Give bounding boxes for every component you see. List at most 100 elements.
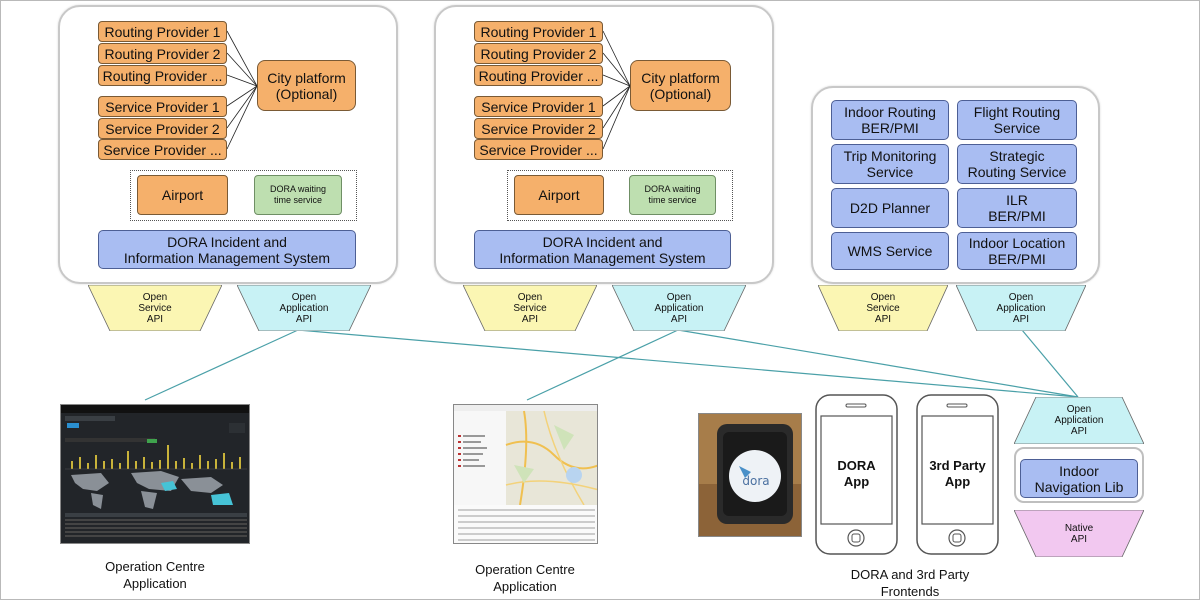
app-word: App xyxy=(843,474,870,489)
caption-line: Operation Centre xyxy=(475,562,575,577)
api-suffix: API xyxy=(1070,426,1088,437)
app-word: App xyxy=(944,474,971,489)
service-subtitle: BER/PMI xyxy=(988,208,1046,224)
routing-provider-1: Routing Provider 1 xyxy=(474,21,603,42)
service-title: Indoor Location xyxy=(968,235,1066,251)
service-provider-2: Service Provider 2 xyxy=(98,118,227,139)
city-platform-note: (Optional) xyxy=(649,85,712,102)
api-word: Open xyxy=(666,291,692,303)
connector-line xyxy=(297,329,1079,398)
app-name: 3rd Party xyxy=(929,458,986,473)
api-suffix: API xyxy=(521,313,539,325)
waiting-title: DORA waiting xyxy=(269,184,327,194)
api-word: Open xyxy=(142,291,168,303)
service-title: Strategic xyxy=(989,148,1045,164)
service-provider-1: Service Provider 1 xyxy=(474,96,603,117)
api-word: Open xyxy=(291,291,317,303)
city-platform: City platform (Optional) xyxy=(630,60,731,111)
api-kind: Service xyxy=(138,302,172,314)
airport-box: Airport xyxy=(514,175,604,215)
service-provider-2: Service Provider 2 xyxy=(474,118,603,139)
caption-line: Application xyxy=(493,579,557,594)
api-kind: Service xyxy=(866,302,900,314)
service-subtitle: Service xyxy=(993,120,1041,136)
operation-centre-map-screenshot xyxy=(453,404,598,544)
connector-line xyxy=(677,329,1079,398)
waiting-time-service: DORA waiting time service xyxy=(254,175,342,215)
caption-line: Frontends xyxy=(880,584,940,599)
api-suffix: API xyxy=(670,313,688,325)
smartwatch-photo: dora xyxy=(698,413,802,537)
incident-title: DORA Incident and xyxy=(167,233,287,250)
waiting-time-service: DORA waiting time service xyxy=(629,175,716,215)
api-suffix: API xyxy=(874,313,892,325)
service-title: Trip Monitoring xyxy=(843,148,937,164)
lib-subtitle: Navigation Lib xyxy=(1034,478,1124,495)
api-word: Open xyxy=(1066,404,1092,415)
api-kind: Application xyxy=(279,302,329,314)
operation-centre-dashboard-screenshot xyxy=(60,404,250,544)
waiting-subtitle: time service xyxy=(273,195,322,205)
airport-box: Airport xyxy=(137,175,228,215)
api-kind: Application xyxy=(1054,415,1104,426)
airport-group xyxy=(507,170,733,221)
api-suffix: API xyxy=(146,313,164,325)
service-title: D2D Planner xyxy=(849,200,931,216)
service-title: ILR xyxy=(1006,192,1028,208)
caption-line: Application xyxy=(123,576,187,591)
api-word: Open xyxy=(870,291,896,303)
incident-management-system: DORA Incident and Information Management… xyxy=(474,230,731,269)
waiting-title: DORA waiting xyxy=(644,184,701,194)
routing-provider-more: Routing Provider ... xyxy=(474,65,603,86)
city-platform-title: City platform xyxy=(641,69,720,86)
api-kind: Service xyxy=(513,302,547,314)
api-kind: Application xyxy=(996,302,1046,314)
connector-line xyxy=(1021,329,1079,398)
service-subtitle: Service xyxy=(866,164,914,180)
api-suffix: API xyxy=(295,313,313,325)
connector-line xyxy=(144,329,299,401)
api-word: Open xyxy=(1008,291,1034,303)
indoor-navigation-lib: Indoor Navigation Lib xyxy=(1020,459,1138,498)
service-provider-more: Service Provider ... xyxy=(98,139,227,160)
service-subtitle: BER/PMI xyxy=(861,120,919,136)
routing-provider-2: Routing Provider 2 xyxy=(98,43,227,64)
service-provider-more: Service Provider ... xyxy=(474,139,603,160)
app-name: DORA xyxy=(837,458,876,473)
incident-management-system: DORA Incident and Information Management… xyxy=(98,230,356,269)
service-title: Indoor Routing xyxy=(844,104,936,120)
d2d-planner: D2D Planner xyxy=(831,188,949,228)
routing-provider-more: Routing Provider ... xyxy=(98,65,227,86)
incident-subtitle: Information Management System xyxy=(123,249,331,266)
city-platform-note: (Optional) xyxy=(275,85,338,102)
watch-logo: dora xyxy=(742,474,770,488)
waiting-subtitle: time service xyxy=(648,195,697,205)
service-subtitle: Routing Service xyxy=(967,164,1067,180)
city-platform-title: City platform xyxy=(267,69,346,86)
wms-service: WMS Service xyxy=(831,232,949,270)
routing-provider-2: Routing Provider 2 xyxy=(474,43,603,64)
routing-provider-1: Routing Provider 1 xyxy=(98,21,227,42)
api-word: Native xyxy=(1064,522,1094,534)
connector-line xyxy=(526,329,679,401)
